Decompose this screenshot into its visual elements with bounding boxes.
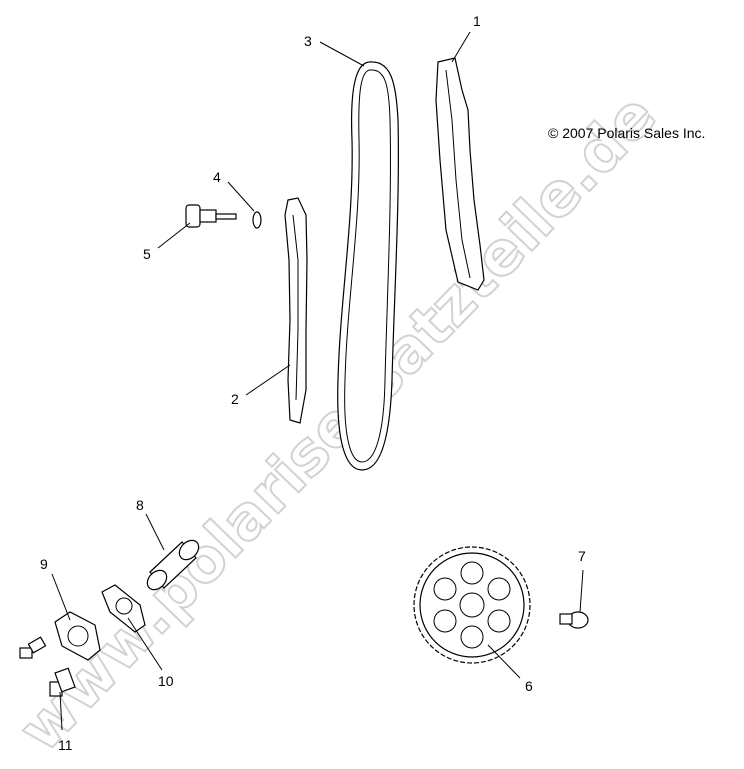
callout-10: 10 (158, 673, 174, 689)
watermark: www.polarisersatzteile.de (5, 81, 669, 766)
leader-lines (51, 31, 584, 731)
callout-5: 5 (143, 246, 151, 262)
callout-4: 4 (213, 169, 221, 185)
callout-3: 3 (304, 33, 312, 49)
gasket-icon (101, 584, 146, 633)
o-ring-icon (252, 211, 262, 229)
tensioner-plunger-icon (146, 539, 200, 591)
callout-9: 9 (40, 556, 48, 572)
tensioner-housing-icon (54, 611, 101, 661)
callout-7: 7 (578, 548, 586, 564)
callout-1: 1 (473, 13, 481, 29)
bolt-icon (559, 611, 589, 629)
pivot-bolt-icon (185, 204, 237, 228)
callout-6: 6 (525, 678, 533, 694)
callout-8: 8 (136, 497, 144, 513)
callout-11: 11 (58, 737, 73, 753)
chain-tensioner-blade-icon (284, 197, 308, 424)
sprocket-icon (413, 546, 531, 664)
copyright-notice: © 2007 Polaris Sales Inc. (548, 125, 706, 141)
callout-2: 2 (231, 391, 239, 407)
cam-chain-icon (337, 61, 399, 471)
chain-guide-icon (435, 57, 485, 291)
bolt-icon (19, 636, 76, 697)
